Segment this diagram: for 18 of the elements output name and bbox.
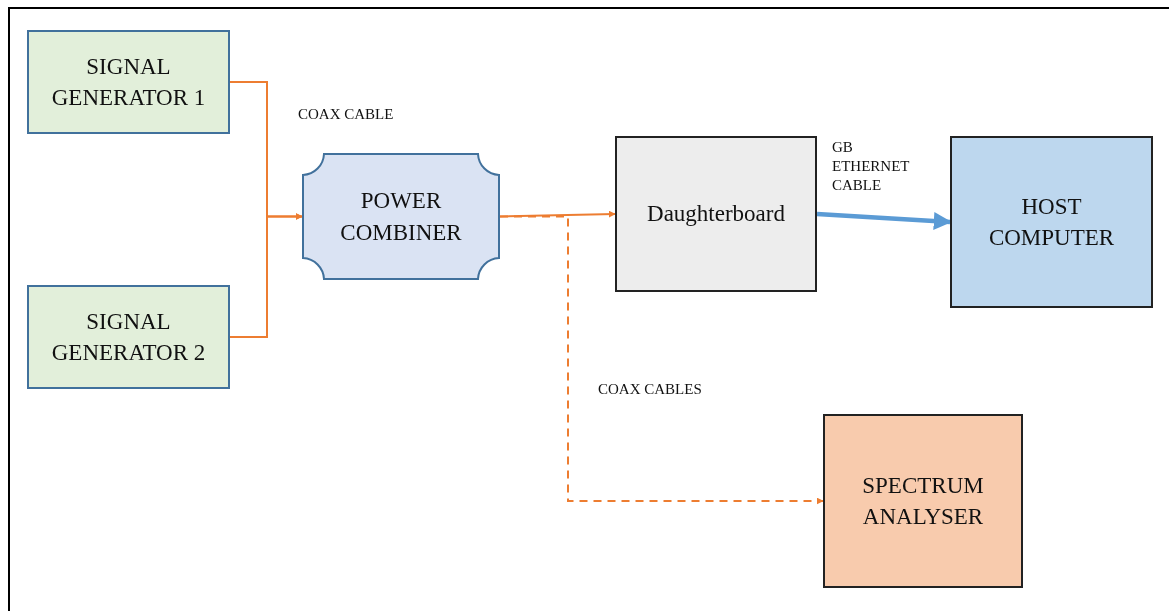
generator-box [27, 30, 230, 134]
node-label: SIGNAL GENERATOR 1 [50, 52, 207, 112]
computer-box [950, 136, 1153, 308]
analyser-box [823, 414, 1023, 588]
generator-box [27, 285, 230, 389]
arrow [816, 211, 952, 230]
combiner-shape [302, 153, 500, 280]
node-label: POWER COMBINER [339, 187, 463, 247]
node-label: SIGNAL GENERATOR 2 [50, 307, 207, 367]
device-box [615, 136, 817, 292]
node-label: Daughterboard [647, 200, 785, 229]
arrow [499, 210, 616, 218]
cable-label: COAX CABLE [298, 105, 394, 124]
node-label: SPECTRUM ANALYSER [861, 471, 985, 531]
node-label: HOST COMPUTER [987, 192, 1116, 252]
dashed-arrow [499, 215, 824, 505]
arrow [229, 213, 303, 338]
cable-label: COAX CABLES [598, 380, 702, 399]
